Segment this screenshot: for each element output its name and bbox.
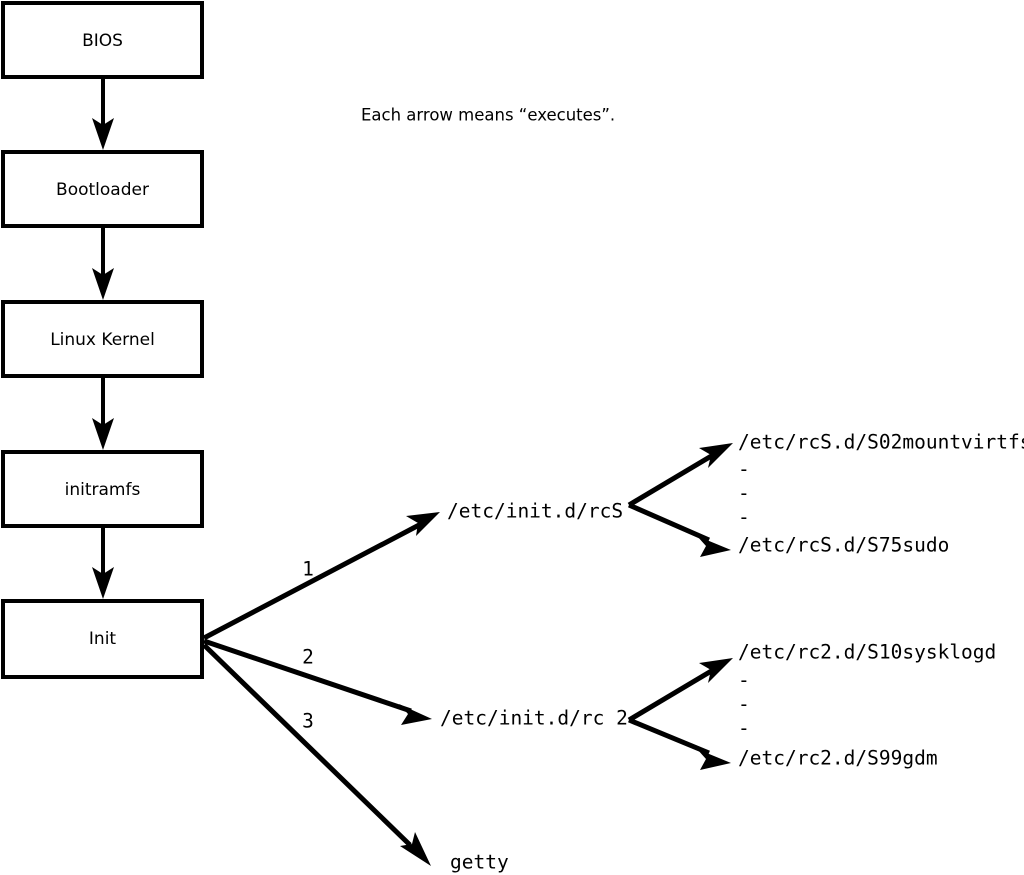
node-init[interactable]: Init	[1, 599, 204, 679]
arrow-bootloader-to-kernel-head	[92, 268, 114, 300]
node-init-rect	[1, 599, 204, 679]
branch-3-number: 3	[302, 710, 314, 733]
rc2-last-arrowhead	[697, 749, 731, 770]
branch-2-arrowhead	[399, 704, 432, 725]
branch-2-number: 2	[302, 646, 314, 669]
rcs-first-script-label: /etc/rcS.d/S02mountvirtfs	[738, 431, 1024, 454]
arrow-bios-to-bootloader-head	[92, 118, 114, 150]
node-initramfs-rect	[1, 450, 204, 528]
arrow-initramfs-to-init	[92, 526, 114, 599]
arrow-bios-to-bootloader	[92, 77, 114, 150]
arrow-bootloader-to-kernel	[92, 226, 114, 300]
node-linux-kernel-rect	[1, 300, 204, 378]
node-bootloader[interactable]: Bootloader	[1, 150, 204, 228]
rc2-first-arrowhead	[699, 658, 733, 683]
node-init-label: Init	[89, 629, 117, 649]
rcs-first-arrowhead	[699, 443, 733, 468]
branch-3-to-getty: 3 getty	[202, 643, 509, 874]
rcs-last-arrowhead	[697, 536, 731, 557]
branch-2-to-rc2: 2 /etc/init.d/rc 2	[203, 638, 628, 730]
rcs-last-script-label: /etc/rcS.d/S75sudo	[738, 534, 949, 557]
chain-arrows-group	[92, 77, 114, 599]
rcs-ellipsis-dash-3: -	[738, 506, 750, 529]
branch-2-target-label: /etc/init.d/rc 2	[440, 707, 628, 730]
node-bios-label: BIOS	[82, 31, 123, 51]
rc2-scripts-group: /etc/rc2.d/S10sysklogd - - - /etc/rc2.d/…	[627, 641, 996, 770]
init-branches-group: 1 /etc/init.d/rcS 2 /etc/init.d/rc 2 3 g…	[202, 500, 628, 874]
node-initramfs[interactable]: initramfs	[1, 450, 204, 528]
node-initramfs-label: initramfs	[65, 480, 141, 500]
branch-1-target-label: /etc/init.d/rcS	[447, 500, 623, 523]
node-bios[interactable]: BIOS	[1, 1, 204, 79]
branch-3-target-label: getty	[450, 851, 509, 874]
branch-1-to-rcs: 1 /etc/init.d/rcS	[202, 500, 623, 641]
node-bios-rect	[1, 1, 204, 79]
boot-chain-group: BIOS Bootloader Linux Kernel initramfs I…	[1, 1, 204, 679]
diagram-caption: Each arrow means “executes”.	[361, 106, 615, 125]
rc2-last-script-label: /etc/rc2.d/S99gdm	[738, 747, 938, 770]
rc2-ellipsis-dash-2: -	[738, 693, 750, 716]
branch-1-number: 1	[302, 558, 314, 581]
rcs-ellipsis-dash-1: -	[738, 458, 750, 481]
node-linux-kernel-label: Linux Kernel	[50, 330, 155, 350]
rcs-scripts-group: /etc/rcS.d/S02mountvirtfs - - - /etc/rcS…	[627, 431, 1024, 557]
arrow-kernel-to-initramfs-head	[92, 418, 114, 450]
arrow-initramfs-to-init-head	[92, 567, 114, 599]
node-linux-kernel[interactable]: Linux Kernel	[1, 300, 204, 378]
branch-1-arrowhead	[406, 512, 440, 536]
node-bootloader-label: Bootloader	[56, 180, 149, 200]
rc2-first-script-label: /etc/rc2.d/S10sysklogd	[738, 641, 996, 664]
rc2-ellipsis-dash-3: -	[738, 717, 750, 740]
rc2-ellipsis-dash-1: -	[738, 669, 750, 692]
arrow-kernel-to-initramfs	[92, 376, 114, 450]
branch-3-arrowhead	[400, 832, 431, 866]
rcs-ellipsis-dash-2: -	[738, 482, 750, 505]
